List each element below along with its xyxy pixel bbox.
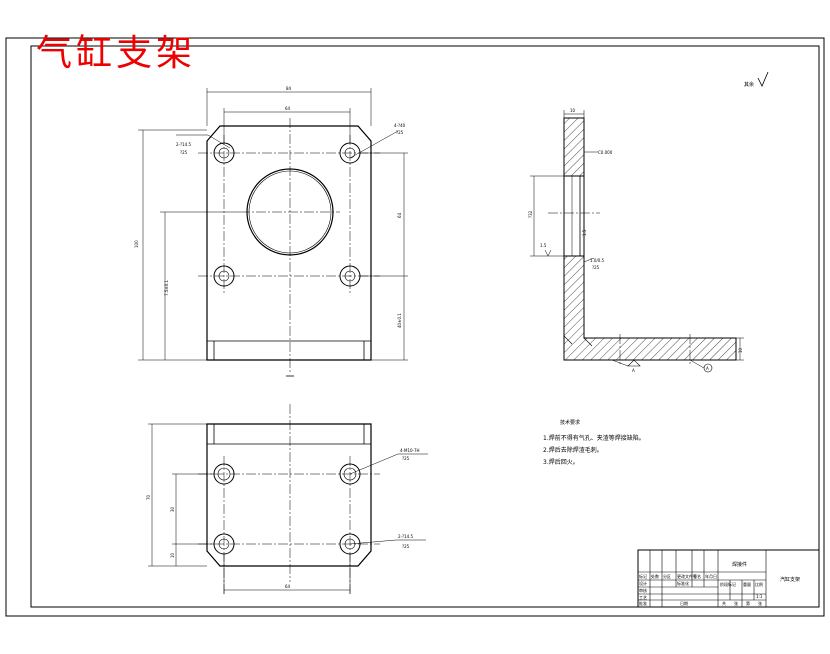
tb-header-4: 签名 bbox=[693, 573, 701, 579]
tb-stage-2: 比例 bbox=[755, 581, 763, 587]
part-type: 焊接件 bbox=[732, 561, 747, 568]
dim-right-span: 64 bbox=[397, 212, 402, 218]
bottom-view-holes bbox=[213, 463, 361, 555]
bottom-hole-note-lower-2: ?25 bbox=[402, 544, 410, 549]
side-view: 10 C0.000 ?32 1.5 1.5 1.0/0.5 ?25 10 A A bbox=[528, 108, 744, 373]
front-hole-note-tl-2: ?25 bbox=[180, 150, 188, 155]
general-roughness-note: 其余 bbox=[744, 71, 769, 88]
drawing-name: 汽缸支架 bbox=[780, 576, 800, 583]
front-view-holes bbox=[213, 142, 361, 287]
dim-top-inner: 64 bbox=[285, 106, 291, 111]
side-dim-bore: ?32 bbox=[528, 210, 533, 218]
bottom-dim-left-height: 70 bbox=[146, 494, 151, 500]
side-dim-top: 10 bbox=[570, 108, 576, 113]
bottom-dim-left-mid: 30 bbox=[170, 506, 175, 512]
front-hole-note-tr-1: 4-?40 bbox=[394, 123, 406, 128]
tb-scale: 1:1 bbox=[756, 594, 763, 599]
dim-top-outer: 84 bbox=[286, 86, 292, 91]
dim-left-lower: 7.5±0.1 bbox=[164, 279, 169, 296]
bottom-dim-left-small: 10 bbox=[170, 552, 175, 558]
tech-requirements: 技术要求 1.焊前不得有气孔、夹渣等焊接缺陷。 2.焊后去除焊渣毛刺。 3.焊后… bbox=[543, 419, 645, 466]
front-hole-note-tr-2: ?25 bbox=[396, 130, 404, 135]
tb-mid-0: 标准化 bbox=[677, 580, 689, 586]
bottom-hole-note-upper-1: 4-M10-7H bbox=[400, 448, 420, 453]
tb-row-1: 审核 bbox=[639, 587, 647, 593]
bottom-view-plate-outline bbox=[206, 423, 372, 567]
tech-item-3: 3.焊后回火。 bbox=[543, 458, 579, 466]
bottom-hole-note-lower-1: 2-?14.5 bbox=[398, 534, 413, 539]
tb-header-0: 标记 bbox=[639, 573, 647, 579]
drawing-title: 气缸支架 bbox=[36, 33, 197, 74]
dim-right-lower: 40±0.1 bbox=[397, 313, 402, 328]
front-view-dim-right bbox=[360, 152, 408, 361]
front-view-dim-left bbox=[138, 129, 240, 361]
side-finish-left: 1.5 bbox=[540, 243, 547, 248]
tb-sheet-2: 第 bbox=[746, 600, 750, 606]
bottom-view: 70 30 10 4-M10-7H ?25 2-?14.5 ?25 64 bbox=[146, 404, 428, 596]
dim-left-height: 100 bbox=[134, 240, 139, 248]
tb-stage-0: 阶段标记 bbox=[720, 581, 736, 587]
weld-label-2: A bbox=[706, 366, 709, 371]
tb-header-1: 处数 bbox=[651, 573, 659, 579]
side-roughness-2: ?25 bbox=[592, 265, 600, 270]
side-dim-right: 10 bbox=[738, 347, 743, 353]
tech-heading: 技术要求 bbox=[560, 419, 580, 426]
tb-row-3: 批准 bbox=[639, 600, 647, 606]
side-roughness-1: 1.0/0.5 bbox=[590, 258, 605, 263]
bottom-hole-note-upper-2: ?25 bbox=[402, 456, 410, 461]
title-block bbox=[637, 549, 820, 608]
roughness-label: 其余 bbox=[744, 81, 754, 88]
weld-label-1: A bbox=[632, 368, 635, 373]
tb-sheet-1: 张 bbox=[734, 600, 738, 606]
side-surface-note: C0.000 bbox=[598, 150, 613, 155]
inner-border bbox=[30, 45, 820, 608]
tb-row-0: 设计 bbox=[639, 580, 647, 586]
front-view-dim-top bbox=[206, 88, 372, 143]
tb-mid-1: 日期 bbox=[680, 600, 688, 606]
tb-header-5: 年月日 bbox=[705, 573, 717, 579]
front-hole-note-tl-1: 2-?14.5 bbox=[176, 142, 191, 147]
side-finish-small: 1.5 bbox=[582, 229, 587, 236]
roughness-symbol bbox=[757, 71, 769, 87]
title-block-text: 焊接件 汽缸支架 标记 处数 分区 更改文件号 签名 年月日 设计 审核 工艺 … bbox=[639, 561, 800, 606]
front-view: 84 64 2-?14.5 ?25 4-?40 ?25 100 7.5±0.1 … bbox=[134, 86, 408, 377]
bottom-dim-bottom: 64 bbox=[285, 584, 291, 589]
front-view-plate-outline bbox=[206, 125, 372, 361]
front-view-centerlines bbox=[198, 118, 380, 372]
tb-stage-1: 重量 bbox=[743, 581, 751, 587]
outer-border bbox=[5, 37, 825, 617]
tb-header-2: 分区 bbox=[663, 573, 671, 579]
tb-sheet-0: 共 bbox=[722, 600, 726, 606]
tech-item-2: 2.焊后去除焊渣毛刺。 bbox=[543, 446, 603, 454]
tb-row-2: 工艺 bbox=[639, 595, 647, 600]
tech-item-1: 1.焊前不得有气孔、夹渣等焊接缺陷。 bbox=[543, 434, 645, 442]
tb-header-3: 更改文件号 bbox=[677, 573, 697, 579]
tb-sheet-3: 张 bbox=[758, 600, 762, 606]
